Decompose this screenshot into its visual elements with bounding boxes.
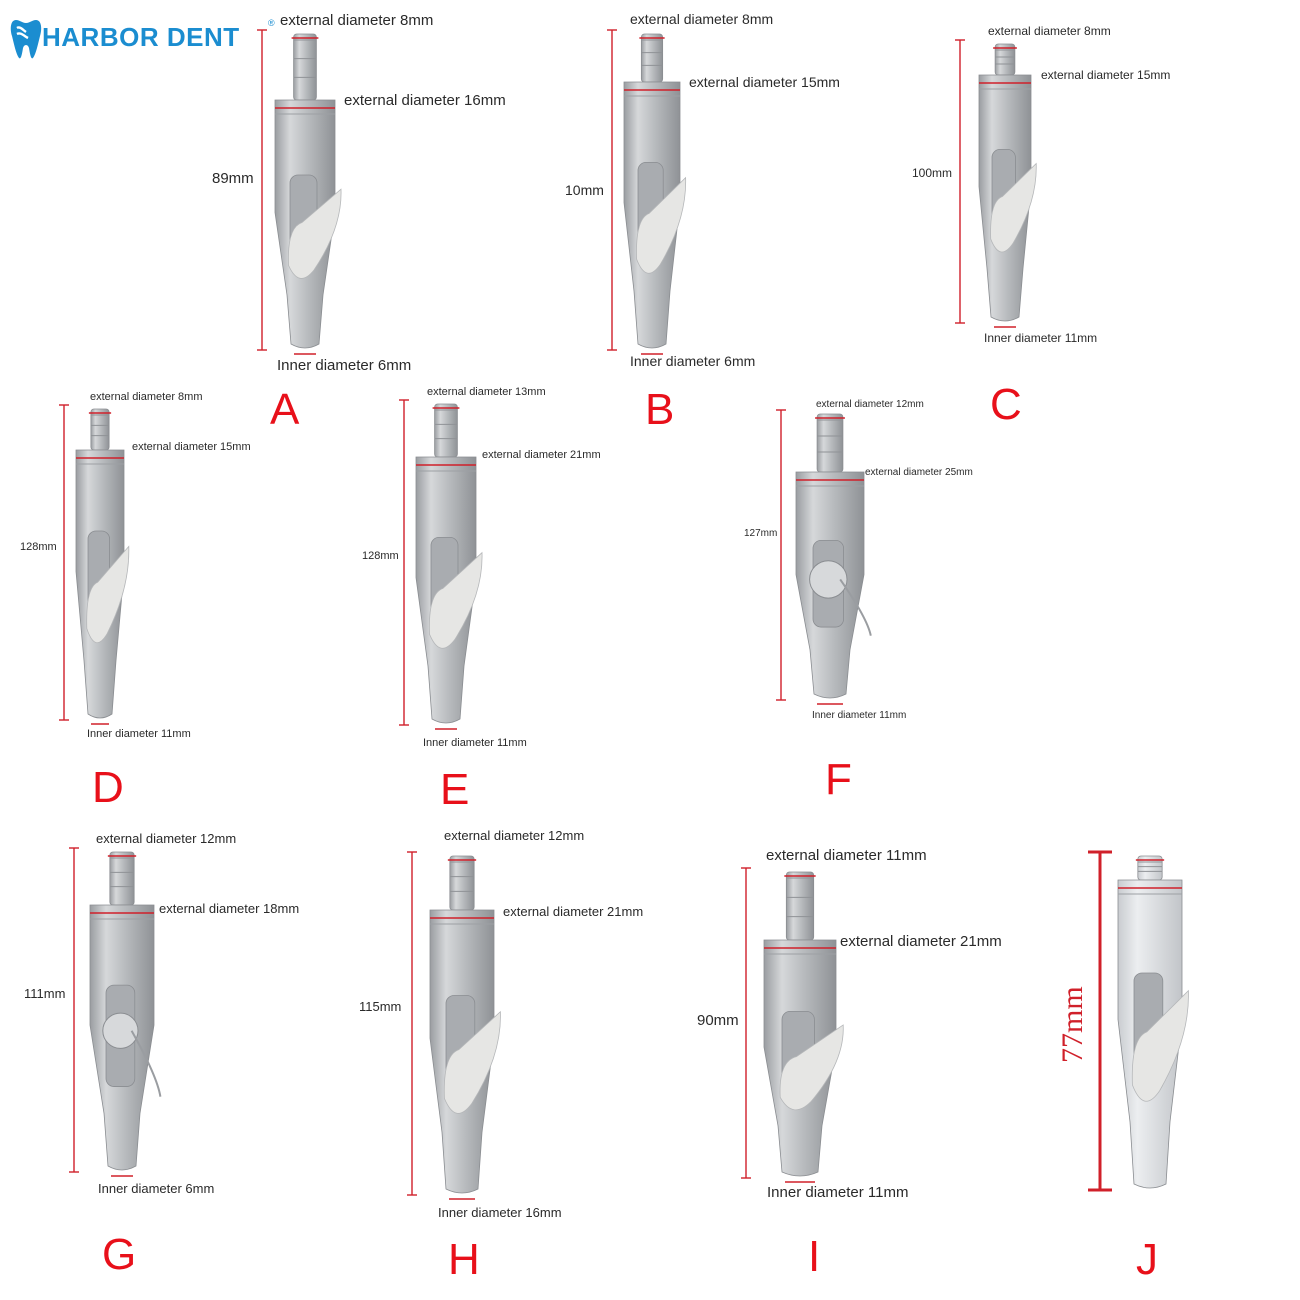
inner-diameter-label: Inner diameter 11mm xyxy=(812,710,907,721)
body-external-diameter-label: external diameter 25mm xyxy=(865,467,973,478)
valve-lever xyxy=(86,545,130,643)
top-external-diameter-label: external diameter 8mm xyxy=(90,391,203,403)
body-external-diameter-label: external diameter 21mm xyxy=(503,904,644,919)
valve-knob xyxy=(809,560,848,599)
top-external-diameter-label: external diameter 13mm xyxy=(427,386,546,398)
valve-lever xyxy=(428,551,483,649)
body-external-diameter-label: external diameter 18mm xyxy=(159,901,300,916)
valve-lever xyxy=(779,1024,844,1111)
body-external-diameter-label: external diameter 15mm xyxy=(1041,68,1171,82)
registered-mark: ® xyxy=(268,18,275,28)
length-label: 111mm xyxy=(24,986,66,1001)
product-letter: I xyxy=(808,1232,821,1281)
inner-diameter-label: Inner diameter 11mm xyxy=(87,728,191,740)
length-label: 89mm xyxy=(212,170,254,187)
inner-diameter-label: Inner diameter 6mm xyxy=(277,357,412,374)
valve-lever xyxy=(1131,989,1189,1102)
valve-lever xyxy=(443,1010,501,1114)
product-letter: C xyxy=(990,380,1022,429)
valve-knob xyxy=(102,1012,139,1049)
length-label: 77mm xyxy=(1056,986,1089,1063)
body-external-diameter-label: external diameter 21mm xyxy=(840,933,1002,950)
product-letter: D xyxy=(92,763,124,812)
top-external-diameter-label: external diameter 12mm xyxy=(816,399,924,410)
top-external-diameter-label: external diameter 8mm xyxy=(630,11,774,27)
brand-logo: HARBOR DENT ® xyxy=(6,10,276,70)
valve-lever xyxy=(287,188,342,279)
inner-diameter-label: Inner diameter 16mm xyxy=(438,1205,562,1220)
length-label: 115mm xyxy=(359,999,402,1014)
length-label: 10mm xyxy=(565,182,604,198)
length-label: 128mm xyxy=(20,541,57,553)
product-letter: H xyxy=(448,1235,480,1284)
inner-diameter-label: Inner diameter 6mm xyxy=(98,1181,215,1196)
top-external-diameter-label: external diameter 12mm xyxy=(96,831,237,846)
body-external-diameter-label: external diameter 16mm xyxy=(344,92,506,109)
inner-diameter-label: Inner diameter 11mm xyxy=(767,1184,909,1201)
knob-wire xyxy=(839,578,872,636)
top-external-diameter-label: external diameter 11mm xyxy=(766,847,927,864)
length-label: 100mm xyxy=(912,166,953,180)
tooth-icon xyxy=(10,20,42,59)
brand-name: HARBOR DENT xyxy=(42,22,240,52)
top-external-diameter-label: external diameter 8mm xyxy=(988,24,1111,38)
product-letter: E xyxy=(440,765,470,814)
top-external-diameter-label: external diameter 8mm xyxy=(280,12,434,29)
product-letter: G xyxy=(102,1230,137,1279)
length-label: 127mm xyxy=(744,528,778,539)
valve-lever xyxy=(990,162,1037,253)
product-letter: F xyxy=(825,755,852,804)
top-external-diameter-label: external diameter 12mm xyxy=(444,828,585,843)
product-letter: B xyxy=(645,385,675,434)
length-label: 128mm xyxy=(362,550,399,562)
inner-diameter-label: Inner diameter 11mm xyxy=(984,331,1098,345)
inner-diameter-label: Inner diameter 6mm xyxy=(630,353,756,369)
body-external-diameter-label: external diameter 15mm xyxy=(689,74,840,90)
length-label: 90mm xyxy=(697,1012,739,1029)
body-external-diameter-label: external diameter 21mm xyxy=(482,449,601,461)
body-external-diameter-label: external diameter 15mm xyxy=(132,441,251,453)
knob-wire xyxy=(130,1030,162,1097)
product-letter: A xyxy=(270,385,300,434)
product-letter: J xyxy=(1136,1235,1158,1284)
inner-diameter-label: Inner diameter 11mm xyxy=(423,737,527,749)
valve-lever xyxy=(636,176,687,274)
